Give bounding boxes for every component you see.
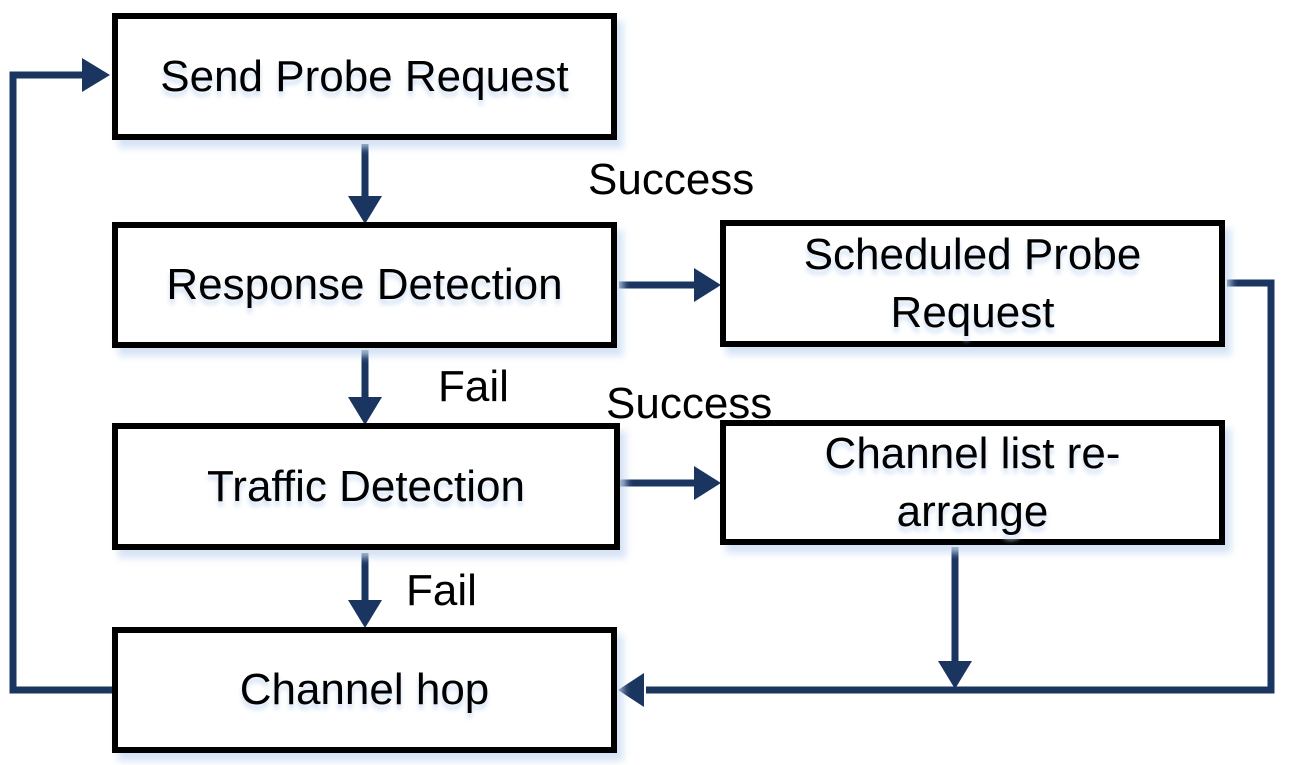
node-label: Response Detection [166, 260, 563, 310]
node-response-detection: Response Detection [112, 222, 617, 348]
arrow-send-probe-to-response-detection [348, 144, 382, 224]
edge-label-fail-traffic-detection: Fail [406, 566, 477, 615]
edge-label-fail-response-detection: Fail [438, 362, 509, 411]
node-label: Scheduled Probe Request [803, 230, 1142, 337]
node-label: Send Probe Request [160, 51, 569, 101]
node-channel-hop: Channel hop [112, 627, 617, 753]
node-label: Channel list re-arrange [824, 429, 1121, 536]
arrow-traffic-detection-to-channel-list [619, 466, 721, 500]
node-channel-list-re-arrange: Channel list re-arrange [720, 420, 1225, 545]
node-traffic-detection: Traffic Detection [112, 423, 620, 550]
edge-label-success-response-detection: Success [588, 155, 755, 204]
edge-label-success-traffic-detection: Success [606, 379, 773, 428]
arrow-channel-hop-to-send-probe [9, 58, 114, 694]
node-label: Channel hop [239, 665, 490, 715]
arrow-channel-list-to-channel-hop [938, 547, 972, 689]
arrow-scheduled-probe-to-channel-hop [618, 279, 1275, 707]
node-scheduled-probe-request: Scheduled Probe Request [720, 220, 1225, 347]
node-send-probe-request: Send Probe Request [112, 13, 617, 140]
arrow-response-detection-to-traffic-detection [348, 350, 382, 425]
arrow-response-detection-to-scheduled-probe [619, 268, 721, 302]
arrow-traffic-detection-to-channel-hop [348, 553, 382, 628]
node-label: Traffic Detection [207, 461, 525, 511]
